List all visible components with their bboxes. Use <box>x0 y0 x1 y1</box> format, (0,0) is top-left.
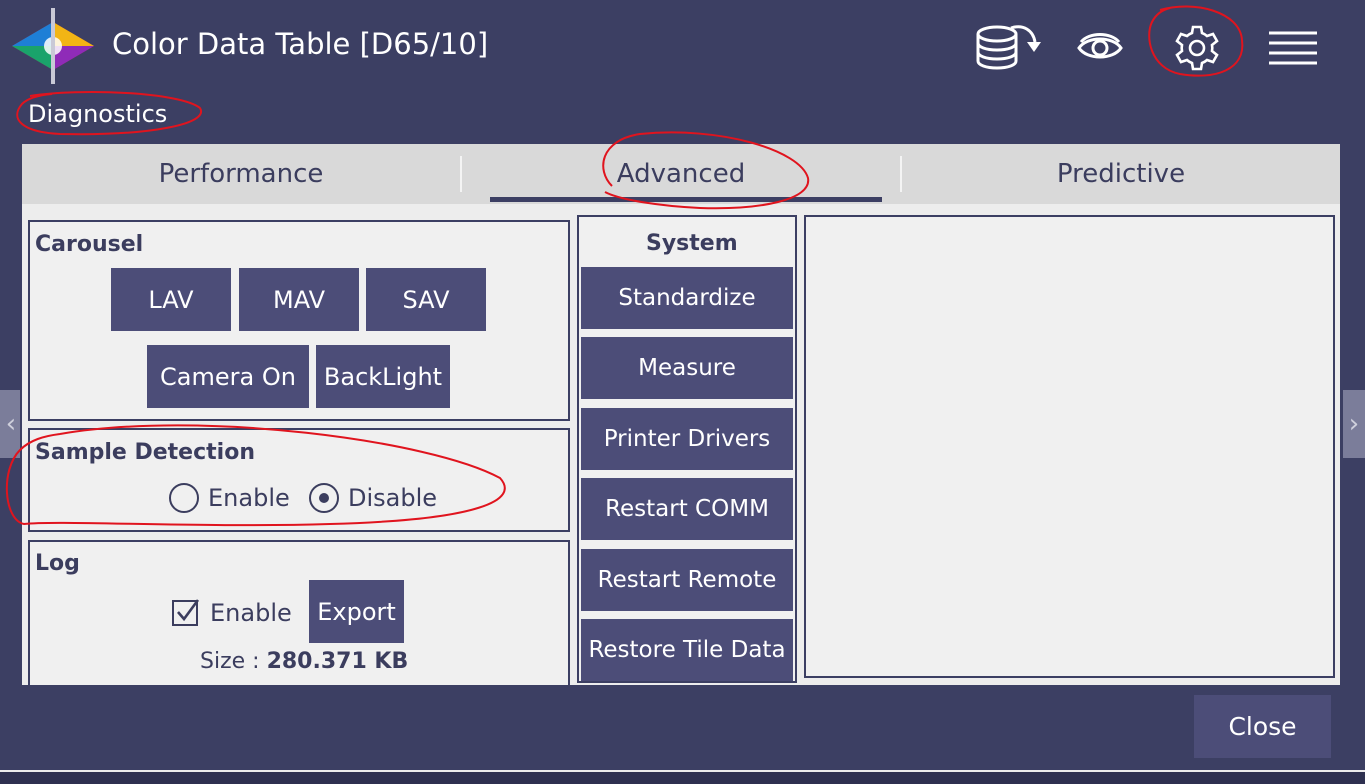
tab-predictive[interactable]: Predictive <box>902 144 1340 204</box>
printer-drivers-button[interactable]: Printer Drivers <box>581 408 793 470</box>
app-logo-icon <box>10 8 96 84</box>
sample-detection-title: Sample Detection <box>35 440 255 465</box>
bottom-strip <box>0 770 1365 784</box>
tab-bar: Performance Advanced Predictive <box>22 144 1340 204</box>
tab-label: Advanced <box>616 159 746 189</box>
log-enable-checkbox[interactable] <box>171 597 201 627</box>
database-refresh-icon[interactable] <box>975 22 1043 72</box>
disable-radio[interactable] <box>309 483 339 513</box>
backlight-button[interactable]: BackLight <box>316 345 450 408</box>
system-title: System <box>646 231 738 256</box>
app-title: Color Data Table [D65/10] <box>112 27 489 61</box>
gear-icon[interactable] <box>1173 24 1221 72</box>
enable-radio-label[interactable]: Enable <box>208 484 290 512</box>
active-tab-indicator <box>490 197 882 202</box>
dialog-title: Diagnostics <box>28 100 168 128</box>
carousel-title: Carousel <box>35 232 144 257</box>
export-button[interactable]: Export <box>309 580 404 643</box>
bottom-divider <box>0 770 1365 772</box>
tab-separator <box>460 156 462 192</box>
tab-separator <box>900 156 902 192</box>
hamburger-menu-icon[interactable] <box>1269 30 1317 66</box>
standardize-button[interactable]: Standardize <box>581 267 793 329</box>
mav-button[interactable]: MAV <box>239 268 359 331</box>
restart-remote-button[interactable]: Restart Remote <box>581 549 793 611</box>
eye-icon[interactable] <box>1077 30 1123 66</box>
log-size: Size : 280.371 KB <box>200 649 408 674</box>
previous-page-arrow-icon[interactable]: ‹ <box>0 390 22 458</box>
app-bar <box>0 0 1365 96</box>
log-size-value: 280.371 KB <box>266 649 409 674</box>
output-panel <box>804 215 1335 678</box>
tab-advanced[interactable]: Advanced <box>462 144 900 204</box>
log-enable-label[interactable]: Enable <box>210 599 292 627</box>
enable-radio[interactable] <box>169 483 199 513</box>
tab-label: Performance <box>158 159 324 189</box>
camera-on-button[interactable]: Camera On <box>147 345 309 408</box>
log-group <box>28 540 570 685</box>
next-page-arrow-icon[interactable]: › <box>1343 390 1365 458</box>
close-button[interactable]: Close <box>1194 695 1331 758</box>
restart-comm-button[interactable]: Restart COMM <box>581 478 793 540</box>
disable-radio-label[interactable]: Disable <box>348 484 438 512</box>
log-title: Log <box>35 551 80 576</box>
log-size-label: Size : <box>200 649 267 674</box>
lav-button[interactable]: LAV <box>111 268 231 331</box>
measure-button[interactable]: Measure <box>581 337 793 399</box>
restore-tile-data-button[interactable]: Restore Tile Data <box>581 619 793 681</box>
sav-button[interactable]: SAV <box>366 268 486 331</box>
tab-label: Predictive <box>1056 159 1186 189</box>
tab-performance[interactable]: Performance <box>22 144 460 204</box>
